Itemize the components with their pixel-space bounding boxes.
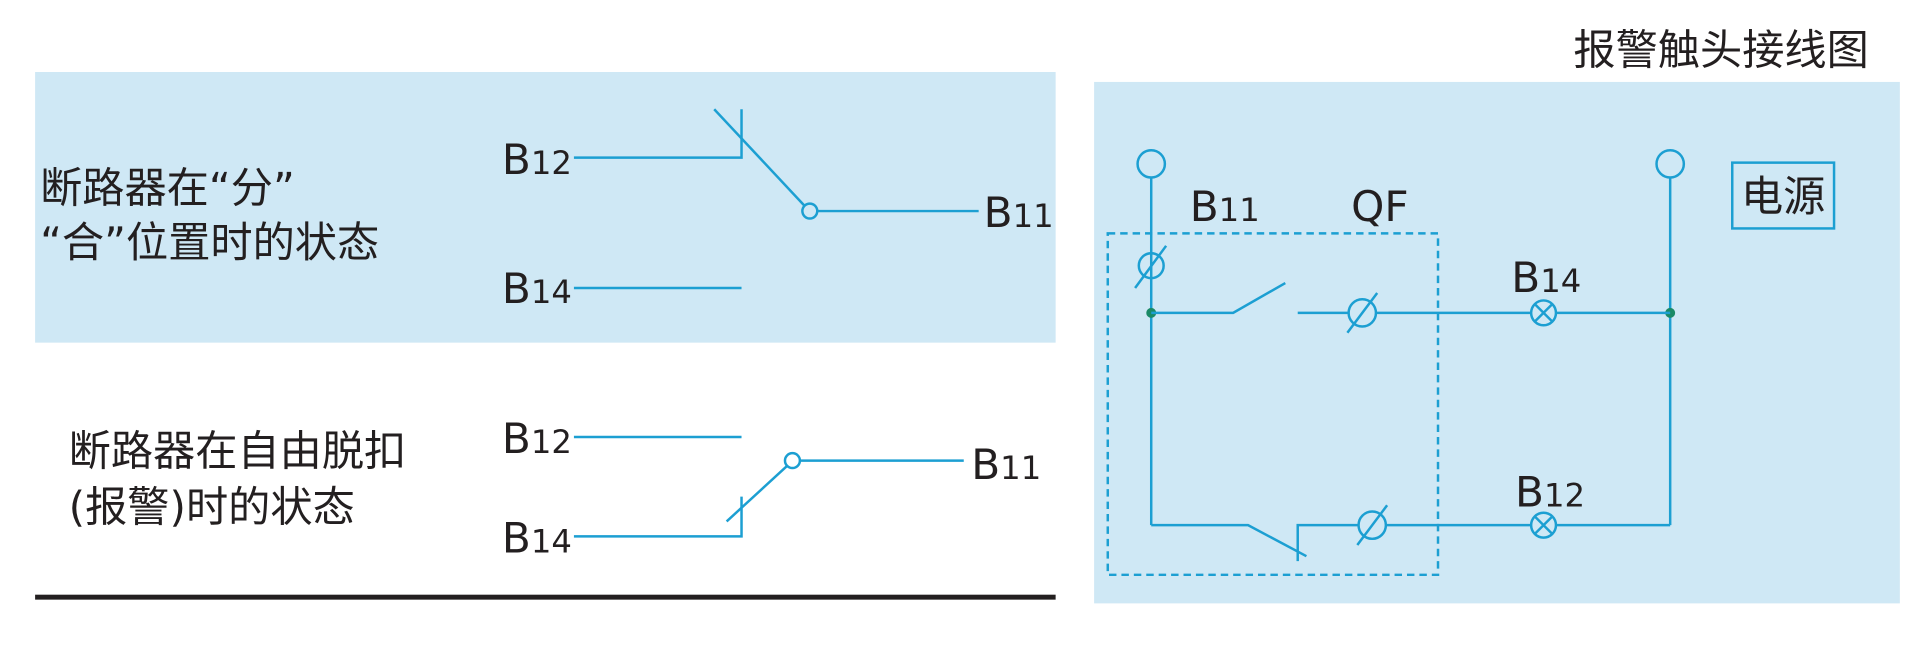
power-source-box <box>1731 161 1836 230</box>
terminal-number: 14 <box>1540 262 1581 300</box>
state1-terminal-label-b12: B12 <box>502 135 572 184</box>
wiring-label-b11: B11 <box>1190 182 1260 231</box>
b11-terminal-symbol <box>1134 245 1168 289</box>
terminal-number: 14 <box>531 273 572 311</box>
state2-terminal-label-b11: B11 <box>971 440 1041 489</box>
trip-state-caption-line-2: (报警)时的状态 <box>69 482 355 531</box>
terminal-letter: B <box>984 188 1013 237</box>
b14-indicator-lamp-icon <box>1529 299 1558 327</box>
state1-switch-blade <box>713 108 806 207</box>
circuit-breaker-boundary <box>1106 232 1440 577</box>
terminal-letter: B <box>502 264 531 313</box>
state1-terminal-label-b11: B11 <box>984 188 1054 237</box>
wiring-diagram-panel <box>1094 81 1900 604</box>
terminal-number: 14 <box>531 522 572 560</box>
terminal-number: 12 <box>531 144 572 182</box>
terminal-number: 11 <box>1219 191 1260 229</box>
open-closed-state-caption-line-2: “合”位置时的状态 <box>40 218 379 267</box>
terminal-number: 11 <box>1013 197 1054 235</box>
terminal-letter: B <box>1190 182 1219 231</box>
state2-terminal-label-b12: B12 <box>502 414 572 463</box>
b14-branch-contact <box>1151 281 1286 315</box>
terminal-letter: B <box>1511 253 1540 302</box>
terminal-letter: B <box>502 513 531 562</box>
state1-terminal-label-b14: B14 <box>502 264 572 313</box>
wiring-label-b12: B12 <box>1515 468 1585 517</box>
state2-switch-blade <box>725 464 789 523</box>
terminal-letter: B <box>971 440 1000 489</box>
state2-b14-wire <box>573 496 743 538</box>
terminal-letter: B <box>502 135 531 184</box>
b12-branch-wire-a <box>1296 523 1359 562</box>
terminal-number: 12 <box>531 423 572 461</box>
open-closed-state-panel <box>35 72 1056 343</box>
state2-terminal-label-b14: B14 <box>502 513 572 562</box>
terminal-letter: B <box>1515 468 1544 517</box>
b12-branch-contact <box>1151 523 1307 558</box>
power-source-label: 电源 <box>1741 172 1825 221</box>
bottom-rule <box>35 594 1056 600</box>
wiring-label-qf: QF <box>1351 182 1409 231</box>
open-closed-state-caption-line-1: 断路器在“分” <box>40 163 295 212</box>
trip-state-caption-line-1: 断路器在自由脱扣 <box>69 427 407 476</box>
wiring-label-b14: B14 <box>1511 253 1581 302</box>
terminal-number: 11 <box>1000 449 1041 487</box>
state1-b12-wire <box>573 109 743 159</box>
terminal-number: 12 <box>1544 477 1585 515</box>
terminal-letter: B <box>502 414 531 463</box>
figure-title: 报警触头接线图 <box>1573 26 1868 75</box>
